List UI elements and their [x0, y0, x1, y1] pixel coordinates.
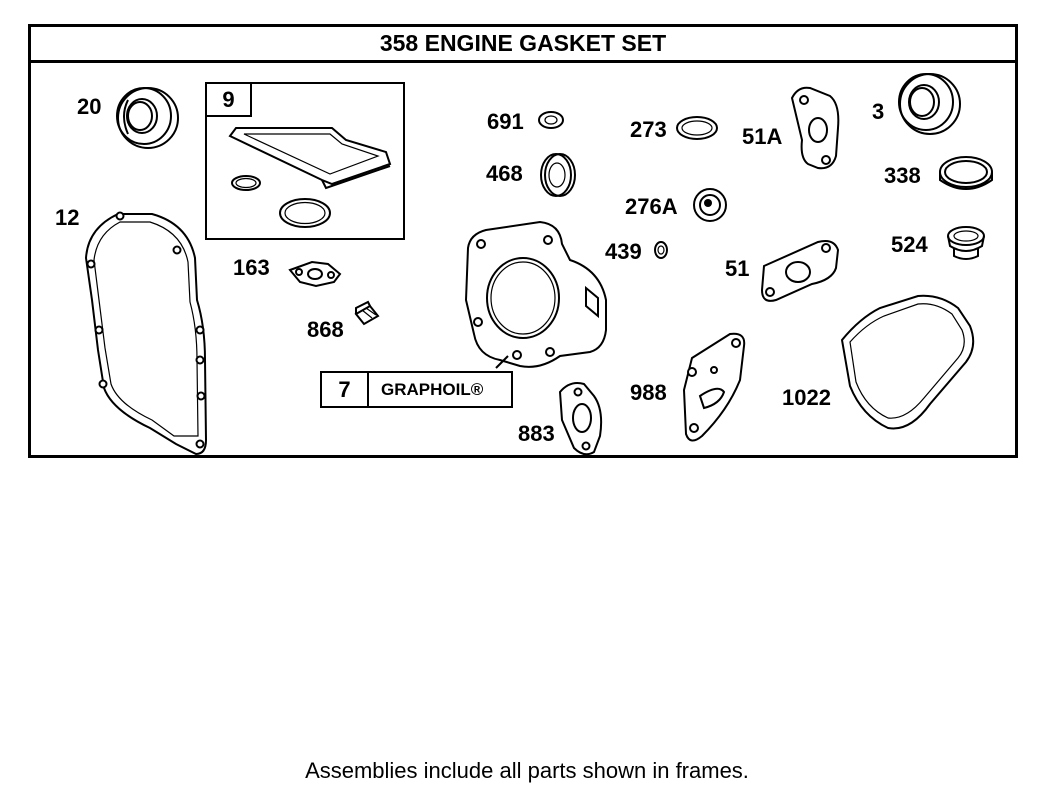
washer-439-drawing: [654, 241, 668, 259]
part-label-338: 338: [884, 163, 921, 188]
valve-cover-gasket-drawing: [228, 127, 392, 228]
part-label-988: 988: [630, 380, 667, 405]
part-label-12: 12: [55, 205, 80, 230]
gasket-1022-drawing: [840, 294, 975, 430]
gasket-883-drawing: [558, 382, 603, 456]
head-gasket-7-drawing: [464, 220, 607, 369]
part-label-524: 524: [891, 232, 928, 257]
head-gasket-label: GRAPHOIL®: [381, 379, 484, 399]
ring-273-drawing: [676, 116, 718, 140]
part-label-868: 868: [307, 317, 344, 342]
part-label-51: 51: [725, 256, 750, 281]
valve-cover-kit-frame: 9: [205, 82, 405, 240]
gasket-51a-drawing: [790, 86, 840, 170]
part-label-468: 468: [486, 161, 523, 186]
gasket-51-drawing: [760, 240, 840, 302]
part-868-drawing: [354, 300, 380, 326]
head-gasket-number: 7: [322, 373, 369, 406]
part-label-273: 273: [630, 117, 667, 142]
gasket-988-drawing: [682, 332, 746, 442]
gasket-163-drawing: [288, 260, 342, 288]
seal-468-drawing: [540, 153, 576, 197]
part-label-3: 3: [872, 99, 885, 124]
head-gasket-frame: 7 GRAPHOIL®: [320, 371, 513, 408]
washer-691-drawing: [538, 111, 564, 129]
part-label-439: 439: [605, 239, 642, 264]
oil-seal-20-drawing: [116, 87, 179, 149]
part-label-20: 20: [77, 94, 102, 119]
seal-276a-drawing: [693, 188, 727, 222]
valve-cover-kit-number: 9: [207, 84, 252, 117]
part-label-163: 163: [233, 255, 270, 280]
part-label-1022: 1022: [782, 385, 831, 410]
part-label-51a: 51A: [742, 124, 783, 149]
crankcase-gasket-12-drawing: [84, 211, 208, 456]
plug-524-drawing: [947, 226, 985, 260]
part-label-276a: 276A: [625, 194, 678, 219]
seal-338-drawing: [939, 156, 993, 190]
diagram-title: 358 ENGINE GASKET SET: [31, 27, 1015, 63]
oil-seal-3-drawing: [898, 73, 961, 135]
diagram-frame: 358 ENGINE GASKET SET: [28, 24, 1018, 458]
part-label-883: 883: [518, 421, 555, 446]
part-label-691: 691: [487, 109, 524, 134]
footer-note: Assemblies include all parts shown in fr…: [305, 758, 749, 783]
